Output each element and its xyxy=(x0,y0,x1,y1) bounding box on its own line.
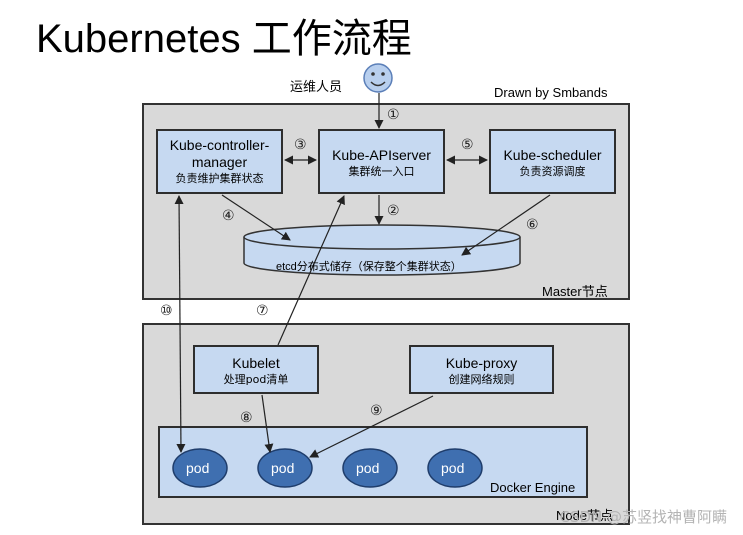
step-3: ③ xyxy=(294,137,307,153)
scheduler-desc: 负责资源调度 xyxy=(519,165,586,178)
step-10: ⑩ xyxy=(160,303,173,319)
arrow-controller-pod xyxy=(174,195,186,453)
docker-engine-label: Docker Engine xyxy=(490,480,576,495)
step-5: ⑤ xyxy=(461,137,474,153)
apiserver-desc: 集群统一入口 xyxy=(348,165,415,178)
step-8: ⑧ xyxy=(240,410,253,426)
apiserver-box: Kube-APIserver 集群统一入口 xyxy=(318,129,445,194)
pod-3 xyxy=(342,448,398,488)
step-9: ⑨ xyxy=(370,403,383,419)
pod-label: pod xyxy=(356,460,380,476)
author-credit: Drawn by Smbands xyxy=(494,85,608,100)
step-4: ④ xyxy=(222,208,235,224)
step-7: ⑦ xyxy=(256,303,269,319)
worker-node-label: Node节点 xyxy=(556,508,614,523)
scheduler-name: Kube-scheduler xyxy=(503,147,602,163)
controller-manager-box: Kube-controller- manager 负责维护集群状态 xyxy=(156,129,283,194)
kube-proxy-box: Kube-proxy 创建网络规则 xyxy=(409,345,554,394)
pod-label: pod xyxy=(186,460,210,476)
kube-proxy-name: Kube-proxy xyxy=(445,355,518,371)
step-2: ② xyxy=(387,203,400,219)
pod-label: pod xyxy=(271,460,295,476)
arrow-controller-to-etcd xyxy=(221,194,291,241)
arrow-kubelet-to-pod xyxy=(261,394,274,453)
kubelet-desc: 处理pod清单 xyxy=(223,373,289,386)
master-node-label: Master节点 xyxy=(542,284,608,299)
operator-label: 运维人员 xyxy=(290,79,343,94)
step-1: ① xyxy=(387,107,400,123)
watermark: CSDN @苏竖找神曹阿瞒 xyxy=(559,508,727,526)
apiserver-name: Kube-APIserver xyxy=(332,147,431,163)
arrow-kubelet-to-apiserver xyxy=(277,195,345,346)
pod-4 xyxy=(427,448,483,488)
pod-2 xyxy=(257,448,313,488)
pod-label: pod xyxy=(441,460,465,476)
page-title: Kubernetes 工作流程 xyxy=(36,17,412,61)
etcd-label: etcd分布式储存（保存整个集群状态） xyxy=(276,261,462,273)
kubelet-name: Kubelet xyxy=(232,355,280,371)
controller-manager-name: Kube-controller- manager xyxy=(169,137,270,170)
arrow-proxy-to-pod xyxy=(309,395,434,458)
pod-1 xyxy=(172,448,228,488)
controller-manager-desc: 负责维护集群状态 xyxy=(175,172,264,185)
kubelet-box: Kubelet 处理pod清单 xyxy=(193,345,319,394)
arrow-scheduler-to-etcd xyxy=(461,194,551,256)
operator-smiley-icon xyxy=(363,63,393,93)
scheduler-box: Kube-scheduler 负责资源调度 xyxy=(489,129,616,194)
step-6: ⑥ xyxy=(526,217,539,233)
kube-proxy-desc: 创建网络规则 xyxy=(448,373,515,386)
